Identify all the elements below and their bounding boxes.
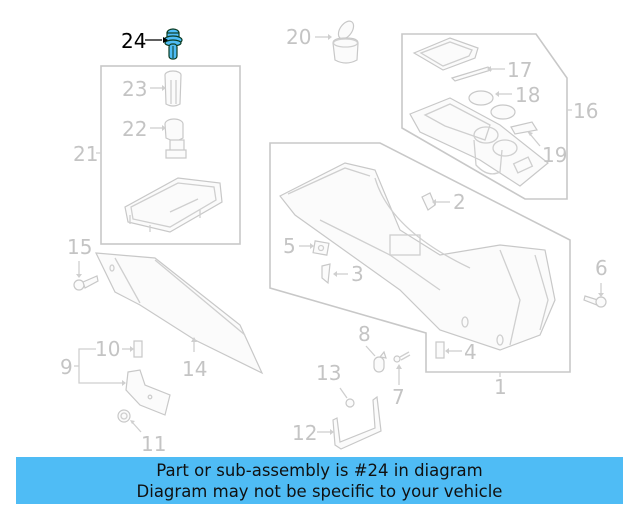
part-5-nut-icon <box>312 240 330 256</box>
group-box-21 <box>100 65 241 245</box>
part-20-cup-icon <box>332 20 359 64</box>
group-box-1 <box>269 142 571 373</box>
part-24-screw-icon[interactable] <box>163 28 183 60</box>
part-22-icon <box>164 118 187 159</box>
part-12-bracket-icon <box>332 395 382 450</box>
banner-line-part-number: Part or sub-assembly is #24 in diagram <box>156 461 483 480</box>
part-4-clip-icon <box>435 341 445 359</box>
callout-13[interactable]: 13 <box>316 361 341 385</box>
callout-5[interactable]: 5 <box>283 234 296 258</box>
part-15-screw-icon <box>73 275 99 291</box>
callout-20[interactable]: 20 <box>286 25 311 49</box>
part-11-nut-icon <box>117 409 131 423</box>
part-2-clip-icon <box>421 192 436 211</box>
callout-16[interactable]: 16 <box>573 99 598 123</box>
callout-23[interactable]: 23 <box>122 77 147 101</box>
callout-18[interactable]: 18 <box>515 83 540 107</box>
part-14-side-panel-icon <box>94 252 264 375</box>
callout-19[interactable]: 19 <box>542 143 567 167</box>
callout-11[interactable]: 11 <box>141 432 166 456</box>
callout-6[interactable]: 6 <box>595 256 608 280</box>
group-box-16 <box>401 33 568 200</box>
banner-line-disclaimer: Diagram may not be specific to your vehi… <box>136 482 503 501</box>
part-16-console-top-icon <box>409 97 549 187</box>
part-13-nut-icon <box>345 398 355 408</box>
callout-17[interactable]: 17 <box>507 58 532 82</box>
part-7-screw-icon <box>393 351 411 363</box>
part-10-clip-icon <box>133 340 143 358</box>
callout-21[interactable]: 21 <box>73 142 98 166</box>
part-21-tray-icon <box>124 177 223 233</box>
part-18-cup-ring-icon <box>468 90 516 120</box>
callout-12[interactable]: 12 <box>292 421 317 445</box>
info-banner: Part or sub-assembly is #24 in diagram D… <box>16 457 623 504</box>
callout-22[interactable]: 22 <box>122 117 147 141</box>
callout-24[interactable]: 24 <box>121 29 146 53</box>
part-1-console-body-icon <box>279 162 556 351</box>
callout-4[interactable]: 4 <box>464 340 477 364</box>
callout-1[interactable]: 1 <box>494 375 507 399</box>
callout-9[interactable]: 9 <box>60 355 73 379</box>
callout-8[interactable]: 8 <box>358 322 371 346</box>
callout-15[interactable]: 15 <box>67 235 92 259</box>
part-9-bracket-icon <box>125 369 171 416</box>
part-23-icon <box>164 70 182 107</box>
part-6-screw-icon <box>583 295 607 308</box>
part-17-strip-icon <box>450 66 493 82</box>
callout-2[interactable]: 2 <box>453 190 466 214</box>
part-8-cap-icon <box>373 350 387 373</box>
part-3-clip-icon <box>321 263 331 285</box>
part-19-pad-icon <box>510 121 538 135</box>
callout-7[interactable]: 7 <box>392 385 405 409</box>
callout-3[interactable]: 3 <box>351 262 364 286</box>
callout-14[interactable]: 14 <box>182 357 207 381</box>
callout-10[interactable]: 10 <box>95 337 120 361</box>
part-16-trim-plate-icon <box>412 37 479 71</box>
